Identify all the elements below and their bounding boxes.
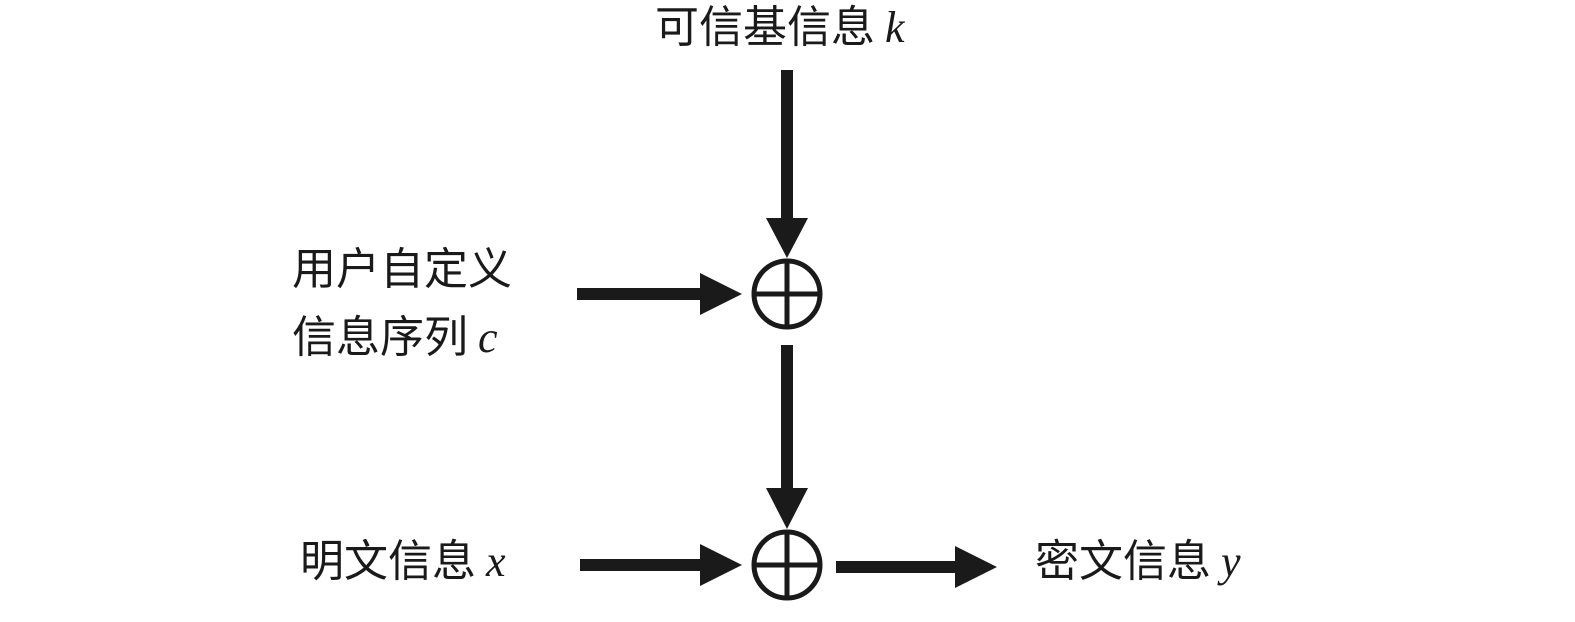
plaintext-var: x: [486, 537, 506, 586]
trusted-base-info-text: 可信基信息: [655, 2, 875, 53]
arrow-k-to-xor-top: [766, 70, 808, 258]
user-sequence-var: c: [478, 313, 498, 362]
arrow-xor-top-to-xor-bottom: [766, 345, 808, 529]
trusted-base-var: k: [885, 3, 905, 52]
arrow-xor-bottom-to-y: [836, 546, 997, 588]
xor-operator-bottom: [751, 529, 823, 601]
user-sequence-text-line2: 信息序列: [292, 312, 468, 363]
ciphertext-var: y: [1221, 537, 1241, 586]
plaintext-info-text: 明文信息: [300, 536, 476, 587]
arrow-c-to-xor-top: [577, 273, 742, 315]
user-sequence-text-line1: 用户自定义: [292, 244, 512, 295]
arrow-x-to-xor-bottom: [580, 544, 742, 586]
ciphertext-info-text: 密文信息: [1035, 536, 1211, 587]
user-sequence-label-line1: 用户自定义: [292, 248, 512, 292]
xor-operator-top: [751, 258, 823, 330]
